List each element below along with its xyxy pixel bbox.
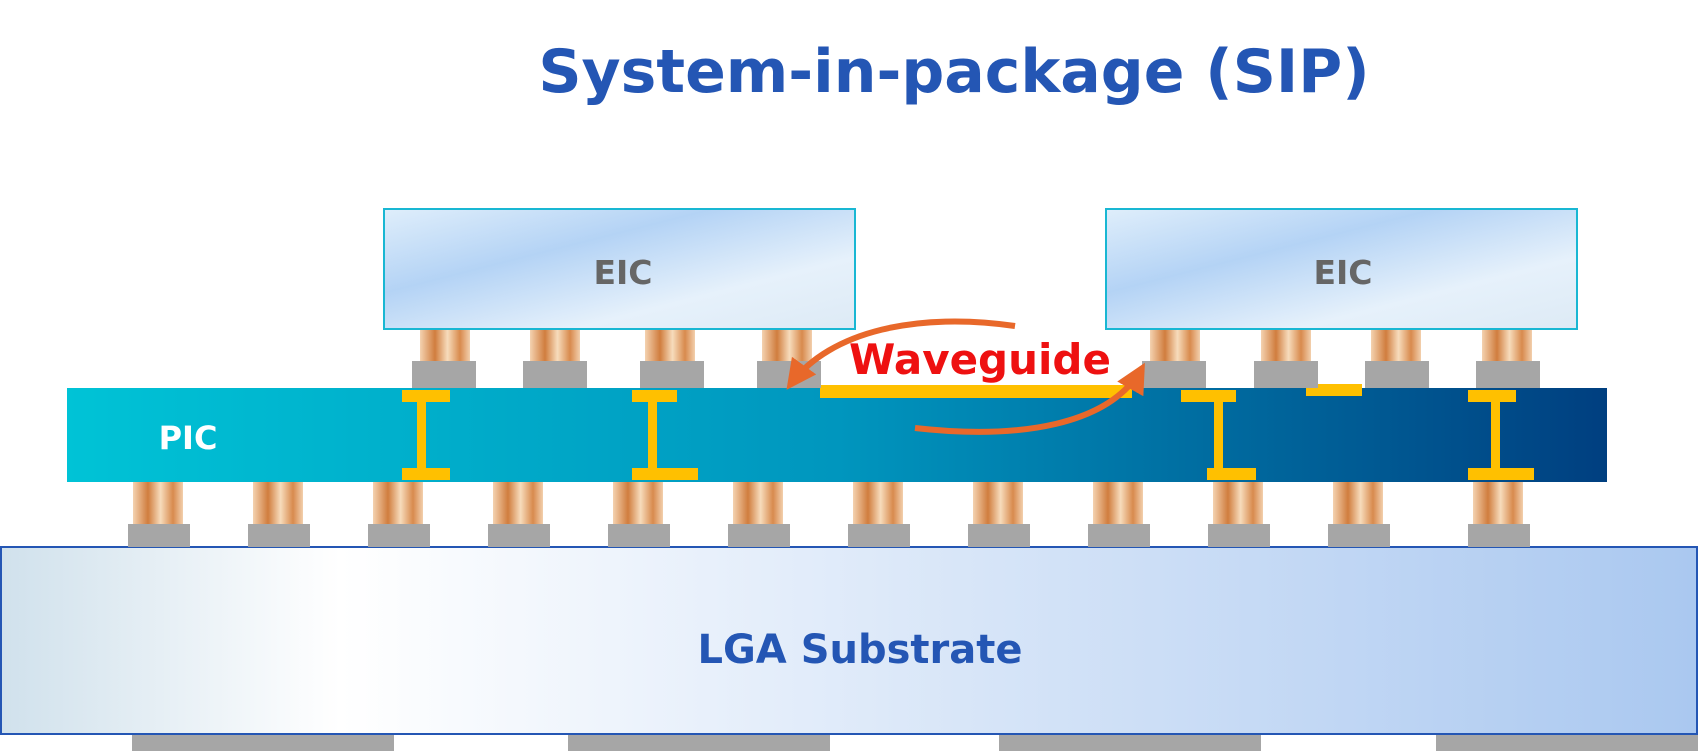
bump: [640, 329, 704, 388]
via: [632, 390, 698, 480]
bump: [848, 482, 910, 547]
via: [402, 390, 450, 480]
bump: [1328, 482, 1390, 547]
arrow-to-right-eic: [914, 362, 1145, 435]
bump: [608, 482, 670, 547]
upper-bumps: [412, 329, 1540, 388]
waveguide-bar: [820, 385, 1132, 398]
bump: [1208, 482, 1270, 547]
substrate-label: LGA Substrate: [697, 627, 1022, 673]
bump: [1254, 329, 1318, 388]
via: [1181, 390, 1256, 480]
eic-right-label: EIC: [1313, 253, 1372, 292]
arrow-to-left-eic: [786, 318, 1016, 390]
bump: [128, 482, 190, 547]
bump: [368, 482, 430, 547]
pic-chip: [67, 388, 1607, 482]
bump: [757, 329, 821, 388]
bump: [488, 482, 550, 547]
waveguide-label: Waveguide: [849, 335, 1111, 384]
lower-bumps: [128, 482, 1530, 547]
lga-pad: [999, 734, 1261, 751]
eic-left-label: EIC: [593, 253, 652, 292]
via-top-stub: [1306, 384, 1362, 396]
bump: [523, 329, 587, 388]
bump: [412, 329, 476, 388]
bump: [968, 482, 1030, 547]
bump: [1088, 482, 1150, 547]
lga-pad: [132, 734, 394, 751]
lga-pad: [568, 734, 830, 751]
lga-bottom-pads: [132, 734, 1698, 751]
bump: [1365, 329, 1429, 388]
eic-chip-left: [383, 208, 856, 330]
pic-label: PIC: [159, 419, 218, 457]
eic-chip-right: [1105, 208, 1578, 330]
pic-vias: [402, 384, 1534, 480]
lga-substrate: [0, 546, 1698, 735]
via: [1468, 390, 1534, 480]
bump: [1142, 329, 1206, 388]
lga-pad: [1436, 734, 1698, 751]
bump: [248, 482, 310, 547]
diagram-title: System-in-package (SIP): [538, 37, 1369, 107]
bump: [1476, 329, 1540, 388]
bump: [728, 482, 790, 547]
bump: [1468, 482, 1530, 547]
